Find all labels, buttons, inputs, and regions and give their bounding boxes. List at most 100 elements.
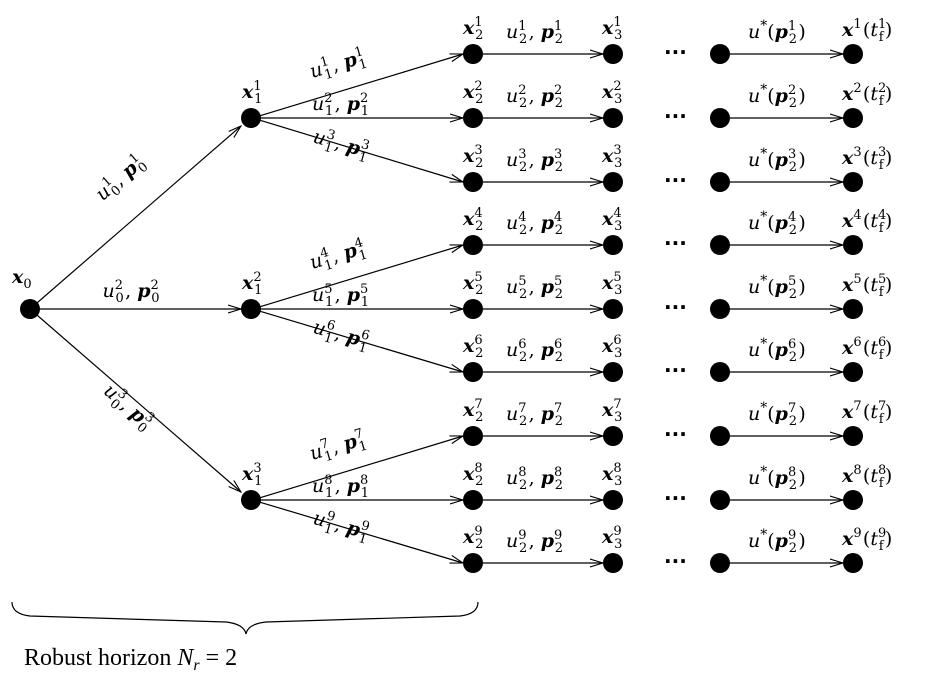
node-x0 xyxy=(20,299,40,319)
node-pre-final-4 xyxy=(710,235,730,255)
node-final-5 xyxy=(843,299,863,319)
node-x3-1 xyxy=(603,44,623,64)
edge-x1-x2-7 xyxy=(258,436,463,499)
tree-nodes xyxy=(20,44,863,573)
ellipsis-7: ··· xyxy=(664,422,687,446)
edge-x0-x1-1 xyxy=(29,126,241,310)
ellipsis-9: ··· xyxy=(664,549,687,573)
robust-horizon-brace xyxy=(11,601,479,635)
ellipsis-8: ··· xyxy=(664,486,687,510)
edge-label-u1-7: u71 , p71 xyxy=(307,426,371,469)
node-x3-9 xyxy=(603,553,623,573)
ellipsis-6: ··· xyxy=(664,358,687,382)
node-pre-final-1 xyxy=(710,44,730,64)
edge-x1-x2-6 xyxy=(258,310,463,372)
edge-label-u1-4: u41 , p41 xyxy=(307,235,371,278)
edge-x1-x2-4 xyxy=(258,245,463,308)
node-x1-3 xyxy=(241,490,261,510)
node-x2-9 xyxy=(463,553,483,573)
node-x2-4 xyxy=(463,235,483,255)
node-x3-4 xyxy=(603,235,623,255)
node-x1-1 xyxy=(241,108,261,128)
edge-label-u1-1: u11 , p11 xyxy=(307,44,371,87)
ellipsis-3: ··· xyxy=(664,168,687,192)
ellipsis-5: ··· xyxy=(664,295,687,319)
node-x2-8 xyxy=(463,490,483,510)
label-x0: x0 xyxy=(11,266,33,292)
node-x1-2 xyxy=(241,299,261,319)
ellipsis-1: ··· xyxy=(664,40,687,64)
ellipsis-4: ··· xyxy=(664,231,687,255)
node-final-1 xyxy=(843,44,863,64)
edge-label-u0-1: u10 , p10 xyxy=(90,149,152,208)
node-final-6 xyxy=(843,362,863,382)
edge-x1-x2-3 xyxy=(258,119,463,182)
edge-label-u1-6: u61 , p61 xyxy=(310,314,374,357)
node-final-3 xyxy=(843,172,863,192)
node-final-8 xyxy=(843,490,863,510)
node-x3-2 xyxy=(603,108,623,128)
node-x2-1 xyxy=(463,44,483,64)
node-pre-final-7 xyxy=(710,426,730,446)
node-pre-final-8 xyxy=(710,490,730,510)
edge-x0-x1-3 xyxy=(29,308,241,492)
node-pre-final-9 xyxy=(710,553,730,573)
edge-label-u1-9: u91 , p91 xyxy=(310,505,374,548)
node-x3-8 xyxy=(603,490,623,510)
node-pre-final-6 xyxy=(710,362,730,382)
node-final-7 xyxy=(843,426,863,446)
robust-horizon-caption: Robust horizon Nr = 2 xyxy=(24,645,237,674)
edge-x1-x2-1 xyxy=(258,54,463,117)
node-x3-5 xyxy=(603,299,623,319)
node-x2-6 xyxy=(463,362,483,382)
node-final-4 xyxy=(843,235,863,255)
node-x2-3 xyxy=(463,172,483,192)
tree-edges xyxy=(29,54,843,563)
edge-label-u1-3: u31 , p31 xyxy=(310,124,374,167)
node-x3-3 xyxy=(603,172,623,192)
